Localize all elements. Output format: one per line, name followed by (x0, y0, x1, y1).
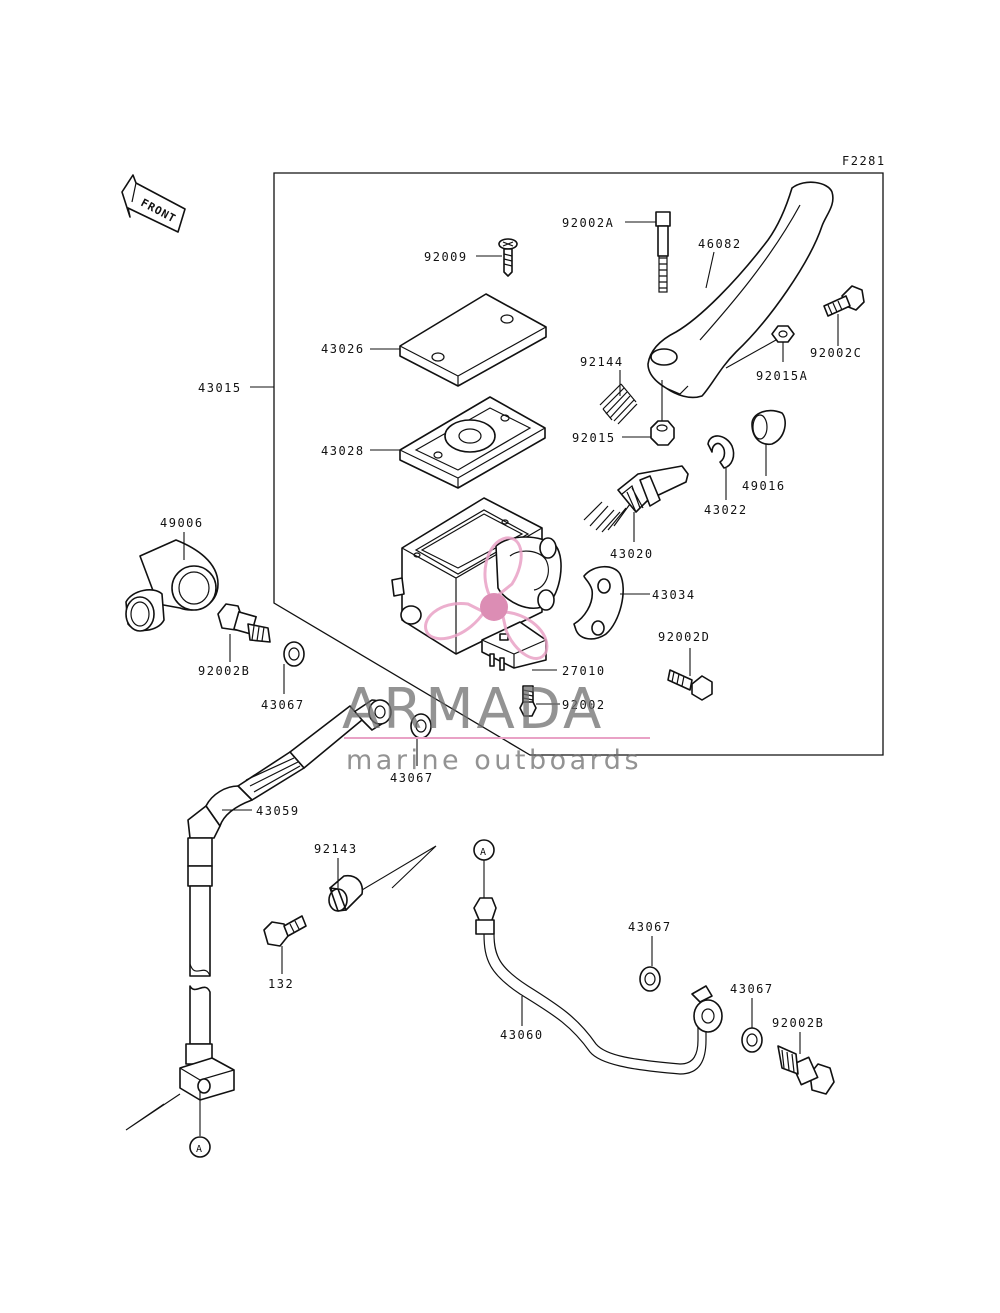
bolt-92002D (667, 669, 713, 701)
front-arrow-icon: FRONT (121, 174, 186, 233)
screw-92009 (498, 238, 518, 277)
label-49006: 49006 (160, 516, 204, 530)
label-92002B-bottom: 92002B (772, 1016, 824, 1030)
banjo-bolt-92002B-top (217, 603, 271, 643)
reservoir-cap-43026 (399, 293, 547, 387)
label-92002B-top: 92002B (198, 664, 250, 678)
label-43067-a: 43067 (261, 698, 305, 712)
label-92143: 92143 (314, 842, 358, 856)
boot-49016 (751, 409, 786, 446)
label-43020: 43020 (610, 547, 654, 561)
label-92002C: 92002C (810, 346, 862, 360)
label-46082: 46082 (698, 237, 742, 251)
bolt-132 (263, 915, 307, 947)
label-92009: 92009 (424, 250, 468, 264)
label-43067-d: 43067 (730, 982, 774, 996)
label-49016: 49016 (742, 479, 786, 493)
label-43034: 43034 (652, 588, 696, 602)
spring-92144 (599, 383, 638, 425)
callout-a-bottom (189, 1136, 211, 1158)
callout-a-top-label: A (480, 847, 488, 858)
watermark-tagline: marine outboards (346, 745, 642, 776)
nut-92015A (771, 325, 795, 343)
label-43015: 43015 (198, 381, 242, 395)
clamp-43034 (573, 565, 624, 640)
propeller-logo-icon (424, 536, 549, 660)
watermark-brand: ARMADA (342, 677, 604, 742)
nut-92015 (650, 420, 675, 446)
label-92002D: 92002D (658, 630, 710, 644)
armada-watermark: ARMADA marine outboards (342, 536, 650, 776)
collar-92143 (328, 874, 364, 912)
brake-pipe-43060 (473, 897, 723, 1075)
label-27010: 27010 (562, 664, 606, 678)
label-43067-b: 43067 (390, 771, 434, 785)
banjo-bolt-92002B-bottom (777, 1045, 835, 1095)
label-92015A: 92015A (756, 369, 808, 383)
label-132: 132 (268, 977, 294, 991)
circlip-43022 (707, 435, 735, 469)
master-cylinder-body (391, 497, 562, 655)
brake-lever (647, 181, 834, 399)
part-labels: 92002A 92009 46082 92002C 43026 92144 92… (160, 216, 862, 1042)
label-92002: 92002 (562, 698, 606, 712)
label-43060: 43060 (500, 1028, 544, 1042)
diaphragm-43028 (399, 396, 546, 489)
bolt-92002C (823, 285, 865, 317)
washer-43067-top (283, 641, 305, 667)
figure-code: F2281 (842, 154, 886, 168)
piston-43020 (583, 465, 689, 533)
adjuster-bolt-92002A (655, 211, 671, 293)
collar-49006 (125, 539, 219, 632)
label-92002A: 92002A (562, 216, 614, 230)
leader-lines (125, 221, 839, 1136)
washer-43067-right (639, 966, 661, 992)
washer-43067-far-right (741, 1027, 763, 1053)
label-43059: 43059 (256, 804, 300, 818)
callout-a-bottom-label: A (196, 1144, 204, 1155)
label-43022: 43022 (704, 503, 748, 517)
label-43067-c: 43067 (628, 920, 672, 934)
label-92015: 92015 (572, 431, 616, 445)
label-92144: 92144 (580, 355, 624, 369)
assembly-frame (273, 172, 884, 756)
label-43026: 43026 (321, 342, 365, 356)
brake-hose-43059 (179, 699, 392, 1101)
screw-92002 (519, 685, 537, 717)
label-43028: 43028 (321, 444, 365, 458)
